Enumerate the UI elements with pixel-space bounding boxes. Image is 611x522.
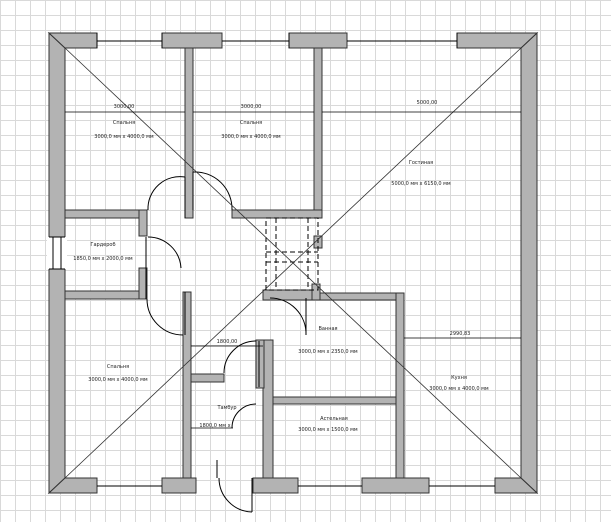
wall-top-3 (288, 32, 348, 49)
room-name-living: Гостиная (409, 160, 433, 166)
wall-top-2 (161, 32, 223, 49)
windows (96, 33, 495, 487)
room-name-kitchen: Кухня (451, 375, 467, 381)
room-size-wardrobe: 1850,0 мм x 2000,0 мм (73, 256, 133, 262)
dim-living: 5000,00 (417, 100, 438, 106)
dim-bedroom-1: 3000,00 (114, 104, 135, 110)
wall-bottom-5 (494, 477, 539, 494)
dim-bedroom-2: 3000,00 (241, 104, 262, 110)
wall-bottom-1 (47, 477, 98, 494)
interior-walls (64, 47, 405, 479)
diagonals (64, 47, 522, 479)
wall-bottom-2 (161, 477, 197, 494)
room-size-bedroom-2: 3000,0 мм x 4000,0 мм (221, 134, 281, 140)
wall-bottom-4 (361, 477, 430, 494)
doors (145, 171, 307, 513)
wall-right (520, 31, 538, 495)
room-size-living: 5000,0 мм x 6150,0 мм (391, 181, 451, 187)
room-size-toilet: 3000,0 мм x 1500,0 мм (298, 427, 358, 433)
room-size-bedroom-1: 3000,0 мм x 4000,0 мм (94, 134, 154, 140)
labels: 3000,00 3000,00 5000,00 2990,83 1800,00 … (73, 100, 489, 433)
room-name-bedroom-2: Спальня (240, 120, 262, 126)
room-name-bedroom-1: Спальня (113, 120, 135, 126)
wall-bottom-3 (252, 477, 299, 494)
dim-vestibule: 1800,00 (217, 339, 238, 345)
room-size-bathroom: 3000,0 мм x 2350,0 мм (298, 349, 358, 355)
room-name-wardrobe: Гардероб (90, 242, 115, 248)
room-size-bedroom-3: 3000,0 мм x 4000,0 мм (88, 377, 148, 383)
room-name-vestibule: Тамбур (216, 405, 236, 411)
dim-kitchen: 2990,83 (450, 331, 471, 337)
room-name-bedroom-3: Спальня (107, 364, 129, 370)
room-size-kitchen: 3000,0 мм x 4000,0 мм (429, 386, 489, 392)
room-name-bathroom: Ванная (318, 326, 337, 332)
room-name-toilet: Астельная (320, 416, 348, 422)
dimension-lines (65, 111, 521, 429)
room-size-vestibule: 1800,0 мм x (199, 423, 230, 429)
hallway-opening (265, 217, 319, 291)
exterior-walls (47, 31, 539, 495)
